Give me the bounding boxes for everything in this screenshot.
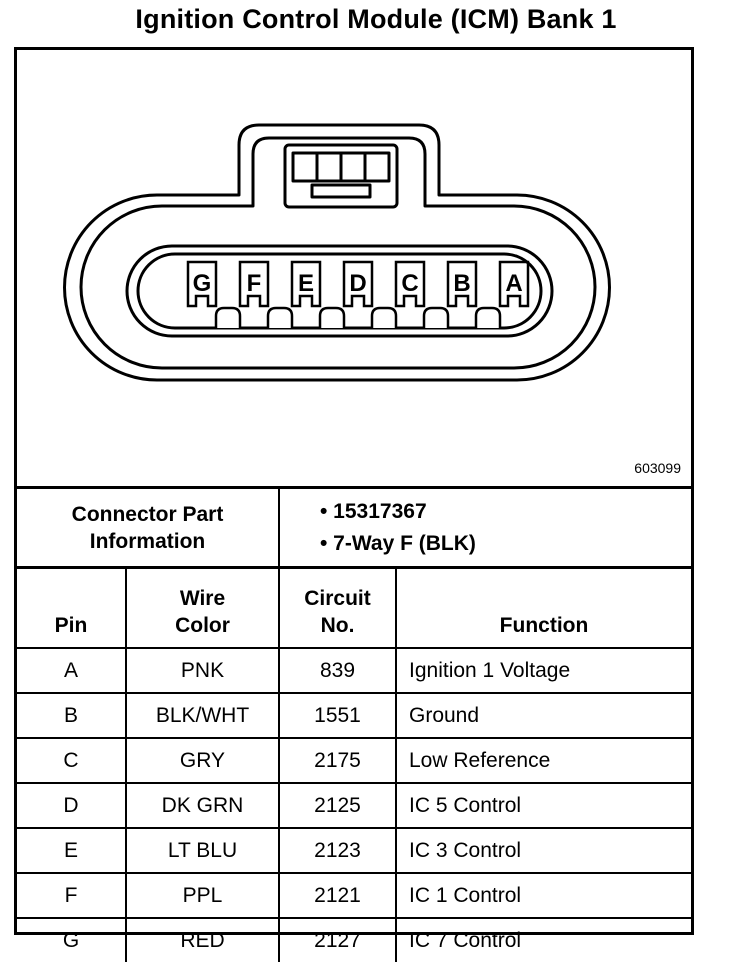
- pin-cell: D: [17, 782, 127, 828]
- circuit-cell: 1551: [279, 692, 397, 738]
- connector-info-label-line2: Information: [89, 529, 206, 553]
- pin-cell: A: [17, 647, 127, 693]
- pin-cavity-d: [342, 260, 374, 308]
- part-number: • 15317367: [320, 499, 427, 523]
- retention-bump: [474, 306, 502, 328]
- pin-label-f: F: [247, 270, 262, 297]
- header-wire-color: Wire Color: [126, 566, 280, 648]
- wire-color-cell: LT BLU: [126, 827, 280, 873]
- circuit-cell: 2125: [279, 782, 397, 828]
- circuit-cell: 2121: [279, 872, 397, 918]
- pin-cell: E: [17, 827, 127, 873]
- connector-diagram: G F E D C B A 603099: [17, 50, 691, 486]
- connector-inner-outline: [79, 136, 597, 370]
- connector-part-info: Connector Part Information • 15317367 • …: [17, 486, 691, 566]
- header-circuit-no: Circuit No.: [279, 566, 397, 648]
- wire-color-cell: PNK: [126, 647, 280, 693]
- connector-info-label: Connector Part Information: [17, 486, 280, 566]
- function-cell: Ground: [396, 692, 691, 738]
- pin-cell: C: [17, 737, 127, 783]
- wire-color-cell: PPL: [126, 872, 280, 918]
- wire-color-cell: BLK/WHT: [126, 692, 280, 738]
- pin-cell: B: [17, 692, 127, 738]
- figure-reference-number: 603099: [634, 460, 681, 476]
- retention-bump: [370, 306, 398, 328]
- wire-color-cell: RED: [126, 917, 280, 962]
- connector-type: • 7-Way F (BLK): [320, 531, 476, 555]
- page-title: Ignition Control Module (ICM) Bank 1: [135, 4, 617, 34]
- pin-cavity-e: [290, 260, 322, 308]
- function-cell: IC 1 Control: [396, 872, 691, 918]
- function-cell: Ignition 1 Voltage: [396, 647, 691, 693]
- pin-cell: G: [17, 917, 127, 962]
- pinout-header-row: Pin Wire Color Circuit No. Function: [17, 566, 691, 648]
- circuit-cell: 2127: [279, 917, 397, 962]
- header-function: Function: [396, 566, 691, 648]
- pin-cavity-bay-inner: [136, 252, 543, 330]
- latch-slot: [310, 183, 372, 199]
- pin-label-a: A: [505, 270, 522, 297]
- connector-info-label-line1: Connector Part: [71, 502, 224, 526]
- wire-color-cell: DK GRN: [126, 782, 280, 828]
- pin-cell: F: [17, 872, 127, 918]
- header-pin: Pin: [17, 566, 127, 648]
- pin-cavity-c: [394, 260, 426, 308]
- connector-info-values: • 15317367 • 7-Way F (BLK): [279, 486, 691, 566]
- retention-bump: [318, 306, 346, 328]
- retention-bump: [422, 306, 450, 328]
- pin-label-d: D: [349, 270, 366, 297]
- function-cell: IC 3 Control: [396, 827, 691, 873]
- function-cell: IC 5 Control: [396, 782, 691, 828]
- pin-label-e: E: [298, 270, 314, 297]
- circuit-cell: 2175: [279, 737, 397, 783]
- function-cell: Low Reference: [396, 737, 691, 783]
- pin-cavity-a: [498, 260, 530, 308]
- retention-bump: [214, 306, 242, 328]
- latch-tab-outer: [283, 143, 399, 209]
- pin-label-c: C: [401, 270, 418, 297]
- pin-cavity-b: [446, 260, 478, 308]
- retention-bump: [266, 306, 294, 328]
- pin-label-b: B: [453, 270, 470, 297]
- pin-cavity-g: [186, 260, 218, 308]
- pin-cavity-bay: [125, 244, 554, 338]
- circuit-cell: 2123: [279, 827, 397, 873]
- circuit-cell: 839: [279, 647, 397, 693]
- function-cell: IC 7 Control: [396, 917, 691, 962]
- connector-housing-outline: [63, 123, 611, 382]
- wire-color-cell: GRY: [126, 737, 280, 783]
- pin-cavity-f: [238, 260, 270, 308]
- pin-label-g: G: [193, 270, 212, 297]
